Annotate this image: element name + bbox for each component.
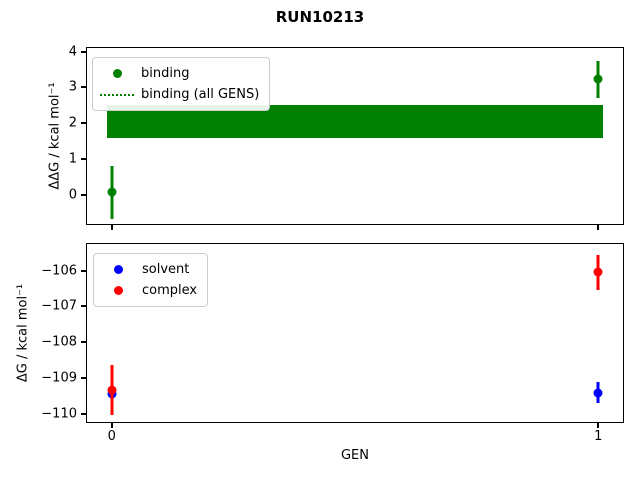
legend-dot-icon [93,69,141,78]
legend-label: solvent [142,262,190,277]
legend-item-binding-all-gens-: binding (all GENS) [93,84,259,105]
y-tick [81,86,86,89]
y-tick [81,193,86,196]
y-tick [81,413,86,416]
legend-dot-icon [94,286,142,295]
y-tick-label: 1 [68,151,77,167]
x-tick [597,423,600,428]
legend-dotted-line-icon [93,93,141,96]
y-tick-label: 2 [68,115,77,131]
y-tick-label: −109 [41,370,77,386]
y-tick-label: −107 [41,298,77,314]
y-tick-label: 3 [68,79,77,95]
x-tick-label: 1 [594,429,603,444]
y-tick-label: −106 [41,263,77,279]
legend-dot-icon [94,265,142,274]
lower-y-axis-label: ΔG / kcal mol⁻¹ [15,283,31,383]
binding-point [593,74,603,84]
y-tick-label: 0 [68,187,77,203]
y-tick [81,157,86,160]
y-tick [81,305,86,308]
x-tick-label: 0 [107,429,116,444]
x-tick [110,423,113,428]
legend-item-complex: complex [94,280,197,301]
complex-point [107,385,117,395]
upper-legend: binding binding (all GENS) [92,57,271,111]
x-tick [110,225,113,230]
upper-y-axis-label: ΔΔG / kcal mol⁻¹ [47,82,63,190]
solvent-point [593,388,603,398]
legend-label: binding [141,66,190,81]
y-tick-label: 4 [68,44,77,60]
binding-point [107,187,117,197]
lower-legend: solvent complex [93,253,209,307]
legend-label: complex [142,283,198,298]
y-tick [81,122,86,125]
y-tick-label: −108 [41,334,77,350]
y-tick-label: −110 [41,406,77,422]
y-tick [81,269,86,272]
y-tick [81,341,86,344]
legend-item-binding: binding [93,63,259,84]
y-tick [81,377,86,380]
figure-title: RUN10213 [275,8,365,26]
x-tick [597,225,600,230]
legend-label: binding (all GENS) [141,87,260,102]
complex-point [593,267,603,277]
x-axis-label: GEN [340,448,369,463]
y-tick [81,50,86,53]
legend-item-solvent: solvent [94,259,197,280]
